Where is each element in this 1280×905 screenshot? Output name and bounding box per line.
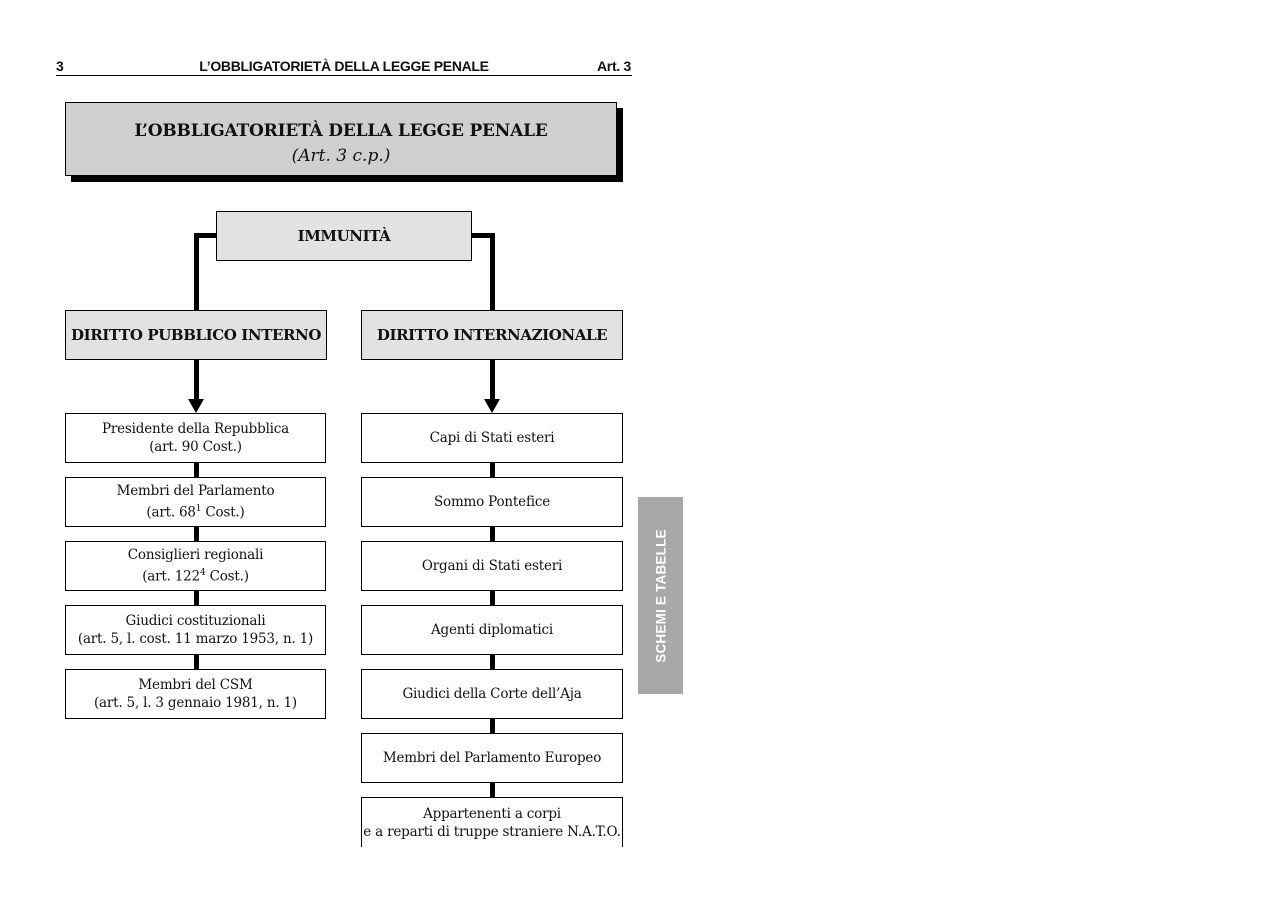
- running-title: L’OBBLIGATORIETÀ DELLA LEGGE PENALE: [199, 58, 489, 74]
- diagram-subtitle: (Art. 3 c.p.): [291, 146, 391, 166]
- connector-root-right: [470, 233, 495, 238]
- section-thumb-tab: SCHEMI E TABELLE: [638, 497, 683, 694]
- item-line-part: (art. 122: [142, 568, 200, 585]
- arrow-right-shaft: [490, 359, 495, 401]
- item-line: Membri del CSM: [138, 677, 253, 693]
- item-line: Sommo Pontefice: [433, 494, 551, 510]
- item-line: Capi di Stati esteri: [429, 430, 555, 446]
- page-number: 3: [56, 58, 64, 74]
- item-line: (art. 5, l. 3 gennaio 1981, n. 1): [93, 695, 297, 711]
- item-line-part: (art. 68: [146, 504, 196, 521]
- branch-heading-right-label: DIRITTO INTERNAZIONALE: [376, 326, 608, 344]
- footnote-superscript: 1: [195, 504, 202, 515]
- list-item: Membri del CSM (art. 5, l. 3 gennaio 198…: [65, 669, 326, 719]
- item-line: Membri del Parlamento: [116, 483, 275, 500]
- article-reference: Art. 3: [597, 58, 631, 74]
- list-item: Organi di Stati esteri: [361, 541, 623, 591]
- item-line: Giudici della Corte dell’Aja: [402, 686, 582, 702]
- root-node-label: IMMUNITÀ: [297, 227, 391, 245]
- root-node-immunita: IMMUNITÀ: [216, 211, 472, 261]
- list-item: Membri del Parlamento Europeo: [361, 733, 623, 783]
- list-item: Capi di Stati esteri: [361, 413, 623, 463]
- branch-heading-left: DIRITTO PUBBLICO INTERNO: [65, 310, 327, 360]
- list-item: Giudici della Corte dell’Aja: [361, 669, 623, 719]
- branch-heading-right: DIRITTO INTERNAZIONALE: [361, 310, 623, 360]
- item-line: Appartenenti a corpi: [423, 805, 561, 822]
- item-line: Giudici costituzionali: [125, 613, 266, 629]
- list-item: Presidente della Repubblica (art. 90 Cos…: [65, 413, 326, 463]
- item-line: Membri del Parlamento Europeo: [382, 750, 602, 766]
- branch-heading-left-label: DIRITTO PUBBLICO INTERNO: [70, 326, 322, 344]
- item-line: Presidente della Repubblica: [101, 421, 290, 437]
- item-line-part: Cost.): [201, 504, 245, 521]
- list-item: Agenti diplomatici: [361, 605, 623, 655]
- item-line-part: Cost.): [205, 568, 249, 585]
- section-thumb-tab-label: SCHEMI E TABELLE: [653, 528, 668, 663]
- item-line: (art. 90 Cost.): [149, 439, 242, 455]
- diagram-title: L’OBBLIGATORIETÀ DELLA LEGGE PENALE: [134, 121, 548, 141]
- item-line: (art. 1224 Cost.): [142, 564, 249, 586]
- list-item: Sommo Pontefice: [361, 477, 623, 527]
- connector-root-left: [194, 233, 218, 238]
- item-line: Agenti diplomatici: [430, 622, 554, 638]
- footnote-superscript: 4: [199, 568, 206, 579]
- list-item: Giudici costituzionali (art. 5, l. cost.…: [65, 605, 326, 655]
- item-line: e a reparti di truppe straniere N.A.T.O.: [363, 823, 621, 840]
- title-box: L’OBBLIGATORIETÀ DELLA LEGGE PENALE (Art…: [65, 102, 617, 176]
- arrow-left-shaft: [194, 359, 199, 401]
- arrow-right-head: [484, 399, 500, 413]
- item-line: (art. 681 Cost.): [146, 500, 244, 522]
- header-rule: [56, 75, 632, 76]
- list-item: Membri del Parlamento (art. 681 Cost.): [65, 477, 326, 527]
- item-line: Organi di Stati esteri: [421, 558, 563, 574]
- item-line: Consiglieri regionali: [127, 547, 264, 564]
- list-item: Appartenenti a corpi e a reparti di trup…: [361, 797, 623, 847]
- list-item: Consiglieri regionali (art. 1224 Cost.): [65, 541, 326, 591]
- connector-root-left-down: [194, 233, 199, 311]
- connector-root-right-down: [490, 233, 495, 311]
- arrow-left-head: [188, 399, 204, 413]
- item-line: (art. 5, l. cost. 11 marzo 1953, n. 1): [77, 631, 314, 647]
